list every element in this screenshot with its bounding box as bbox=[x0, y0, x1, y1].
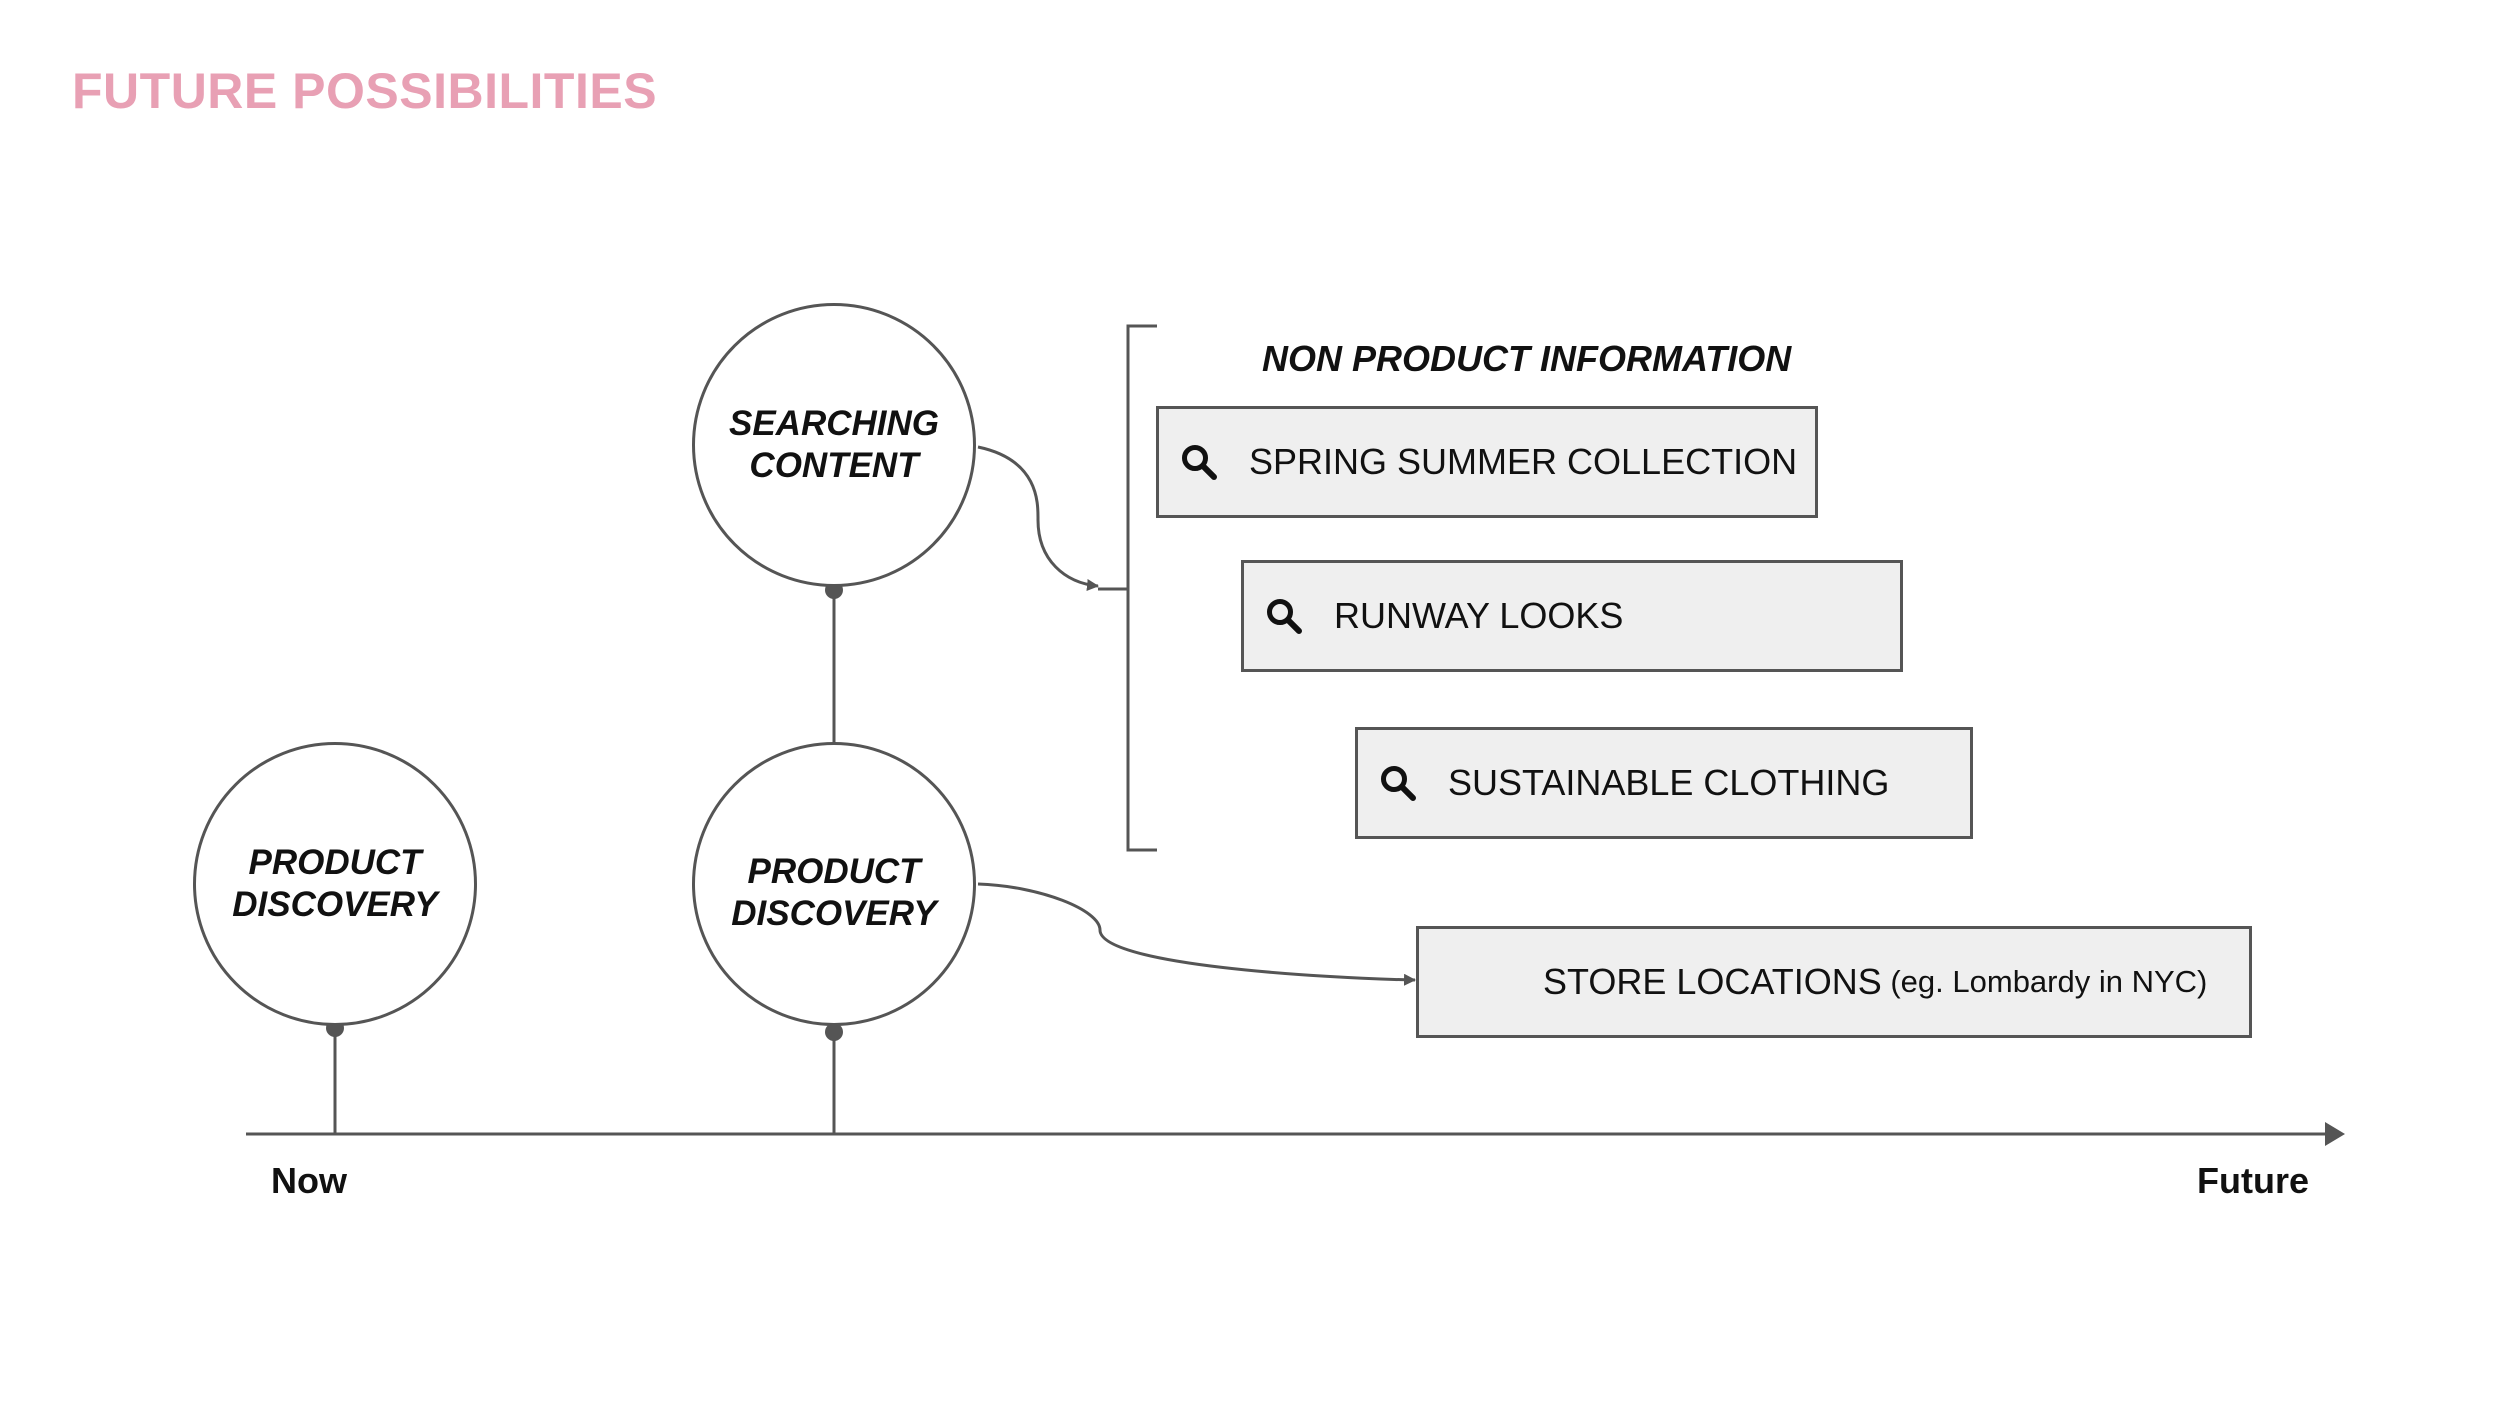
result-label: SPRING SUMMER COLLECTION bbox=[1249, 441, 1798, 482]
node-label: PRODUCT DISCOVERY bbox=[731, 852, 937, 933]
search-result-sustainable-clothing: SUSTAINABLE CLOTHING bbox=[1355, 727, 1973, 839]
product-stem-dot bbox=[825, 1023, 843, 1041]
group-bracket bbox=[1098, 324, 1157, 852]
search-icon bbox=[1267, 599, 1302, 634]
search-to-group-connector bbox=[977, 445, 1099, 591]
search-icon bbox=[1381, 766, 1416, 801]
timeline-start-label: Now bbox=[271, 1160, 347, 1201]
node-label: PRODUCT DISCOVERY bbox=[232, 843, 438, 924]
result-label: RUNWAY LOOKS bbox=[1334, 595, 1624, 636]
result-label: SUSTAINABLE CLOTHING bbox=[1448, 762, 1890, 803]
timeline-arrowhead bbox=[2325, 1122, 2345, 1146]
search-result-runway-looks: RUNWAY LOOKS bbox=[1241, 560, 1903, 672]
store-locations-note-text: (eg. Lombardy in NYC) bbox=[1890, 964, 2208, 999]
page-title: FUTURE POSSIBILITIES bbox=[72, 63, 658, 119]
non-product-information-heading: NON PRODUCT INFORMATION bbox=[1262, 338, 1792, 379]
product-to-store-connector bbox=[977, 882, 1416, 986]
timeline-end-label: Future bbox=[2197, 1160, 2309, 1201]
searching-content-node: SEARCHING CONTENT bbox=[692, 303, 976, 587]
future-product-discovery-node: PRODUCT DISCOVERY bbox=[692, 742, 976, 1026]
store-locations-note: (eg. Lombardy in NYC) bbox=[1882, 964, 2208, 1000]
node-label: SEARCHING CONTENT bbox=[728, 404, 940, 485]
store-locations-label: STORE LOCATIONS bbox=[1543, 961, 1882, 1002]
now-product-discovery-node: PRODUCT DISCOVERY bbox=[193, 742, 477, 1026]
search-icon bbox=[1182, 445, 1217, 480]
store-locations-box: STORE LOCATIONS (eg. Lombardy in NYC) bbox=[1416, 926, 2252, 1038]
search-result-spring-summer: SPRING SUMMER COLLECTION bbox=[1156, 406, 1818, 518]
